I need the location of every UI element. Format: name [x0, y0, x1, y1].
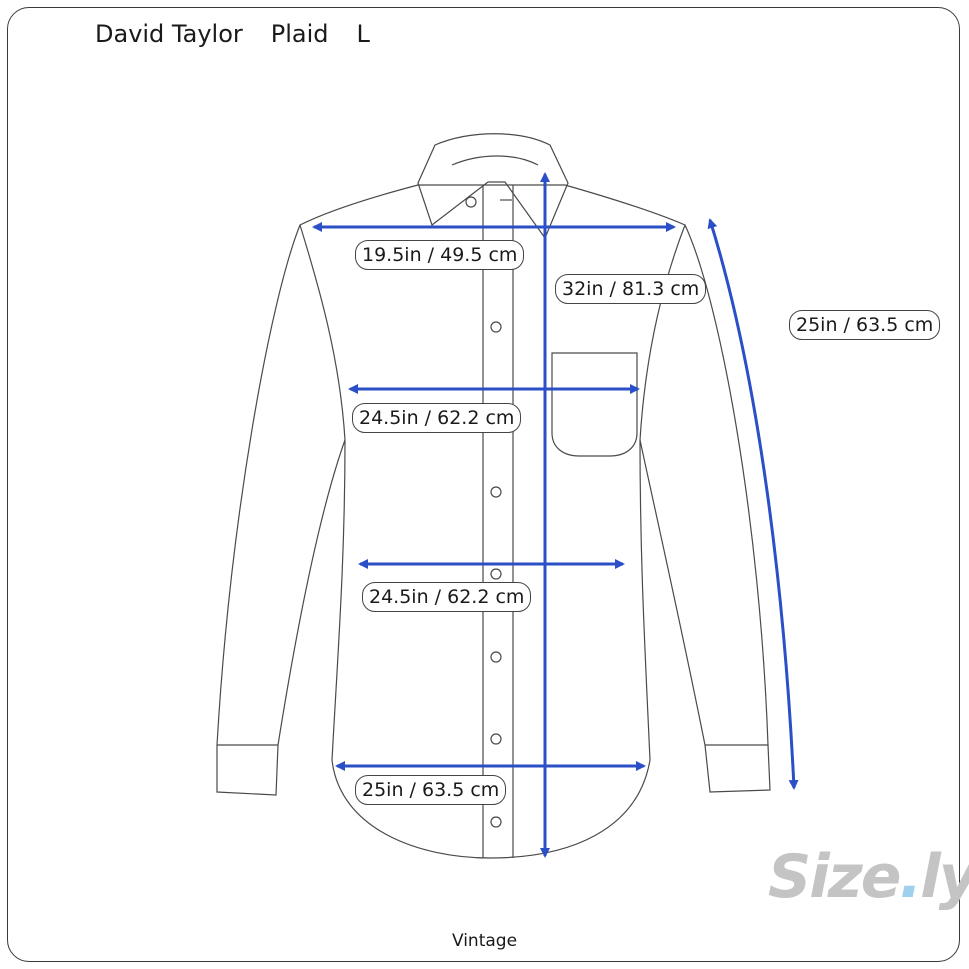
- right-sleeve-outline: [639, 224, 771, 793]
- sleeve-arrow: [707, 218, 799, 790]
- shirt-button: [490, 651, 502, 663]
- hem-measurement: 25in / 63.5 cm: [355, 775, 507, 805]
- length-measurement: 32in / 81.3 cm: [555, 274, 707, 304]
- shirt-body-outline: [299, 184, 686, 859]
- shirt-button: [490, 816, 502, 828]
- chest-measurement: 24.5in / 62.2 cm: [352, 403, 522, 433]
- pocket-outline: [551, 352, 638, 457]
- collar-outline: [417, 133, 569, 240]
- shirt-button: [490, 568, 502, 580]
- pattern-name: Plaid: [270, 20, 329, 48]
- size-label: L: [356, 20, 370, 48]
- measurement-arrows: [312, 172, 799, 858]
- product-header: David Taylor Plaid L: [95, 20, 398, 48]
- placket-outline: [482, 185, 514, 858]
- brand-name: David Taylor: [95, 20, 243, 48]
- sleeve-measurement: 25in / 63.5 cm: [789, 310, 941, 340]
- shoulder-measurement: 19.5in / 49.5 cm: [355, 240, 525, 270]
- collar-inner: [451, 155, 539, 166]
- size-chart-frame: [7, 7, 960, 962]
- shirt-button: [490, 486, 502, 498]
- left-sleeve-outline: [216, 224, 346, 796]
- shirt-outline: [216, 133, 771, 859]
- shirt-button: [490, 733, 502, 745]
- waist-measurement: 24.5in / 62.2 cm: [362, 582, 532, 612]
- sizely-logo: Size.ly: [768, 842, 969, 912]
- shirt-button: [490, 321, 502, 333]
- collar-button: [465, 196, 477, 208]
- footer-note: Vintage: [451, 931, 518, 951]
